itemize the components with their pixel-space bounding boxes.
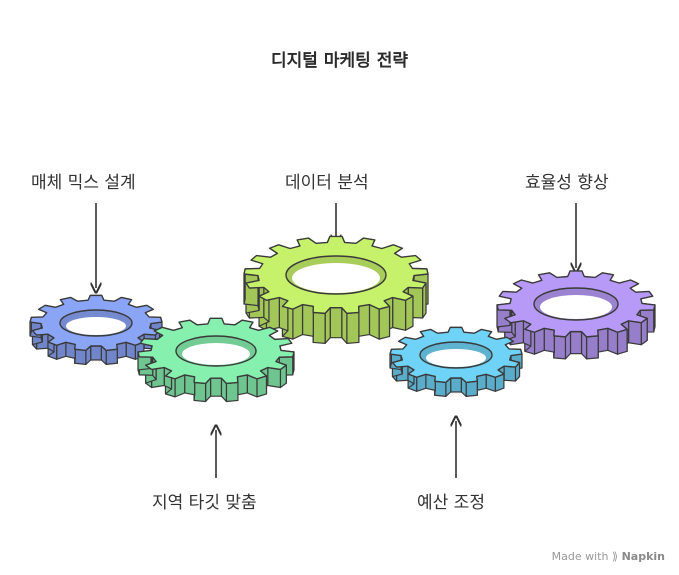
gear-side-wall	[585, 335, 599, 360]
gear-side-wall	[627, 320, 642, 346]
gear-side-wall	[346, 311, 360, 344]
gear-side-wall	[243, 273, 259, 307]
gear-side-wall	[193, 381, 207, 403]
gear-side-wall	[378, 305, 391, 340]
gear-side-wall	[301, 303, 314, 337]
gear-side-wall	[465, 380, 478, 397]
gear-regional	[137, 317, 295, 403]
label-efficiency: 효율성 향상	[525, 173, 609, 193]
gear-side-wall	[503, 365, 517, 382]
gear-side-wall	[543, 327, 555, 353]
gear-side-wall	[616, 328, 628, 355]
gear-hole-opening	[182, 343, 250, 365]
gear-side-wall	[225, 381, 239, 403]
label-media-mix: 매체 믹스 설계	[31, 173, 136, 193]
gear-side-wall	[312, 311, 326, 344]
gear-side-wall	[569, 331, 583, 355]
brand-prefix: Made with	[551, 550, 609, 563]
gear-side-wall	[392, 296, 407, 331]
gear-side-wall	[74, 348, 87, 365]
made-with-napkin: Made with ⟫ Napkin	[552, 550, 665, 563]
gear-side-wall	[90, 345, 102, 361]
label-regional: 지역 타깃 맞춤	[152, 493, 257, 513]
gear-side-wall	[105, 348, 118, 365]
gear-side-wall	[209, 377, 223, 397]
label-data-analysis: 데이터 분석	[285, 173, 369, 193]
brand-name: Napkin	[621, 550, 665, 563]
gear-side-wall	[236, 374, 248, 396]
gear-side-wall	[358, 303, 371, 337]
gear-side-wall	[404, 295, 414, 331]
gear-side-wall	[329, 307, 343, 339]
gear-budget	[389, 326, 523, 397]
gear-data-analysis	[243, 235, 429, 344]
gear-side-wall	[184, 374, 196, 396]
gear-side-wall	[434, 380, 447, 397]
gear-side-wall	[267, 366, 282, 389]
diagram-title: 디지털 마케팅 전략	[271, 51, 408, 71]
gear-efficiency	[496, 270, 656, 360]
gear-side-wall	[292, 303, 304, 340]
gear-side-wall	[553, 335, 567, 360]
gear-hole-opening	[66, 317, 126, 335]
gear-hole-opening	[540, 295, 612, 319]
gear-side-wall	[368, 303, 380, 340]
gear-hole-opening	[426, 349, 486, 367]
gear-side-wall	[450, 377, 462, 393]
gear-hole-opening	[292, 263, 380, 293]
napkin-logo-icon: ⟫	[611, 550, 619, 563]
label-budget: 예산 조정	[417, 493, 485, 513]
gear-side-wall	[597, 327, 609, 353]
